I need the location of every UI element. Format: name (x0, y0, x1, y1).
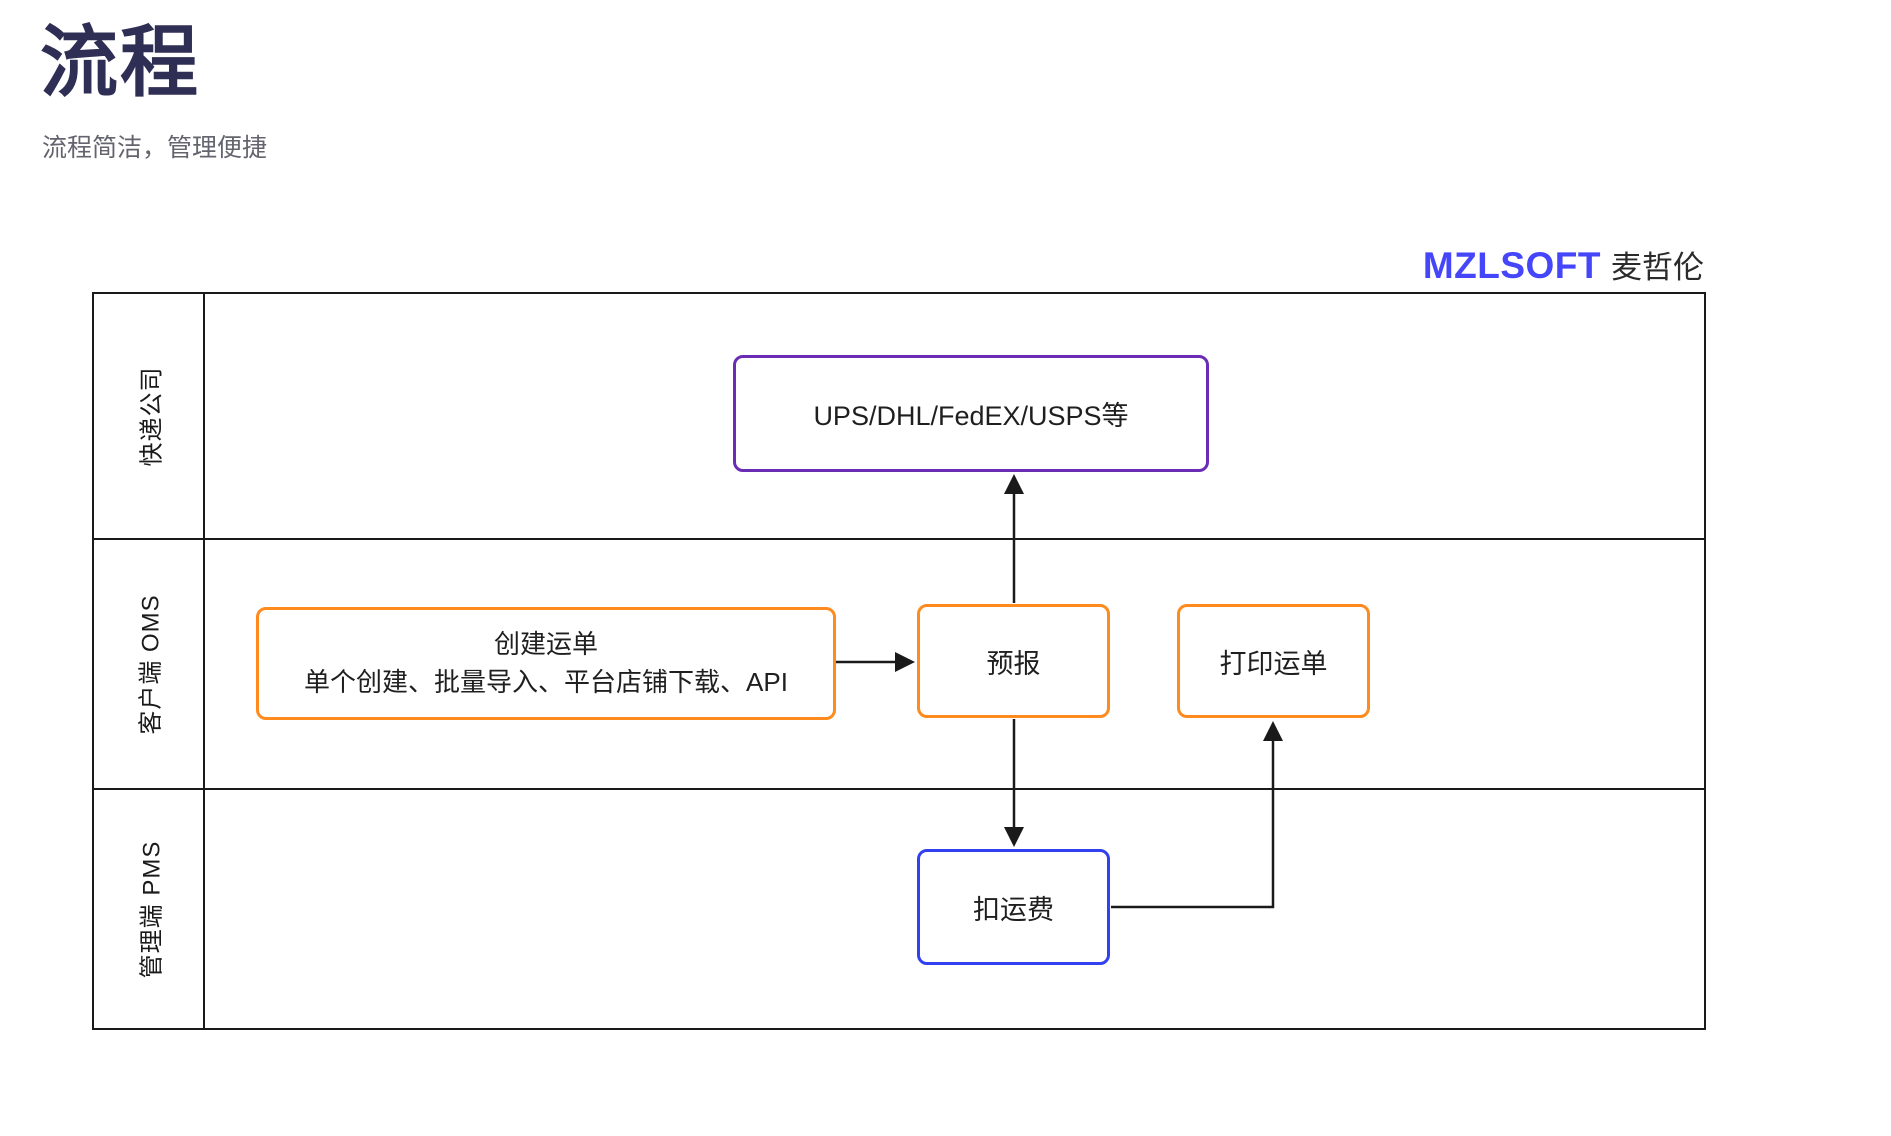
brand-wordmark: MZLSOFT (1422, 245, 1601, 286)
lane-express-company: 快递公司 (94, 294, 1704, 538)
lane-label-cell: 客户端 OMS (94, 540, 205, 788)
node-print-waybill: 打印运单 (1177, 604, 1370, 718)
page-title: 流程 (40, 18, 201, 106)
node-create-waybill-subtitle: 单个创建、批量导入、平台店铺下载、API (304, 666, 788, 697)
node-deduct-freight-label: 扣运费 (973, 894, 1054, 925)
node-forecast: 预报 (917, 604, 1110, 718)
node-print-waybill-label: 打印运单 (1219, 648, 1328, 679)
lane-admin-pms: 管理端 PMS (94, 788, 1704, 1028)
node-forecast-label: 预报 (986, 648, 1041, 679)
brand-cjk-name: 麦哲伦 (1611, 250, 1704, 285)
node-deduct-freight: 扣运费 (917, 849, 1110, 965)
node-create-waybill-title: 创建运单 (493, 628, 598, 659)
lane-label-admin-pms: 管理端 PMS (138, 840, 165, 978)
node-carriers: UPS/DHL/FedEX/USPS等 (733, 355, 1209, 472)
lane-label-express-company: 快递公司 (138, 366, 165, 466)
lane-label-cell: 管理端 PMS (94, 790, 205, 1028)
node-carriers-label: UPS/DHL/FedEX/USPS等 (813, 401, 1129, 431)
lane-client-oms: 客户端 OMS (94, 538, 1704, 788)
brand-logo: MZLSOFT 麦哲伦 (1423, 242, 1704, 287)
node-create-waybill: 创建运单 单个创建、批量导入、平台店铺下载、API (256, 607, 836, 720)
lane-label-cell: 快递公司 (94, 294, 205, 538)
page-subtitle: 流程简洁，管理便捷 (42, 134, 268, 162)
lane-label-client-oms: 客户端 OMS (138, 593, 165, 735)
